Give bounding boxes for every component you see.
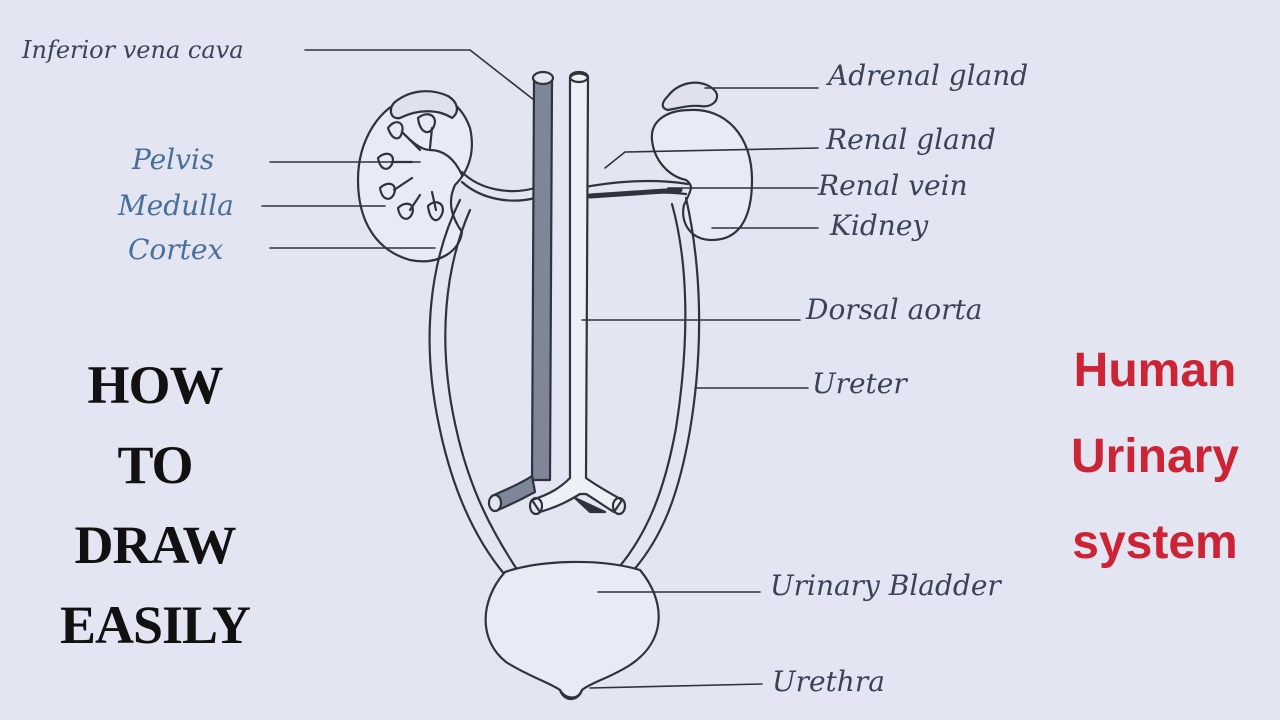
dorsal-aorta (528, 70, 627, 516)
label-adrenal-gland: Adrenal gland (828, 59, 1029, 92)
label-dorsal-aorta: Dorsal aorta (806, 293, 983, 326)
how-to-line: HOW (87, 355, 223, 415)
diagram-title: Human Urinary system (1050, 328, 1260, 586)
left-ureter (428, 198, 518, 577)
label-ureter: Ureter (812, 367, 907, 400)
title-line: Urinary (1070, 430, 1240, 483)
right-kidney (650, 81, 754, 242)
how-to-line: TO (117, 435, 193, 495)
leader-lines (261, 49, 819, 689)
right-ureter (618, 196, 701, 574)
label-medulla: Medulla (118, 189, 234, 222)
label-pelvis: Pelvis (132, 143, 215, 176)
how-to-draw-heading: HOW TO DRAW EASILY (40, 345, 270, 665)
title-line: Human (1073, 344, 1237, 397)
label-inferior-vena-cava: Inferior vena cava (22, 36, 244, 64)
how-to-line: DRAW (74, 515, 236, 575)
label-renal-gland: Renal gland (826, 123, 996, 156)
label-cortex: Cortex (128, 233, 224, 266)
label-renal-vein: Renal vein (818, 169, 968, 202)
title-line: system (1072, 516, 1238, 569)
left-kidney (356, 90, 473, 263)
label-kidney: Kidney (830, 209, 929, 242)
urinary-bladder (484, 560, 660, 701)
label-urethra: Urethra (772, 665, 885, 698)
left-renal-vein (460, 170, 537, 202)
inferior-vena-cava (487, 70, 555, 513)
label-urinary-bladder: Urinary Bladder (770, 569, 1001, 602)
how-to-line: EASILY (59, 595, 251, 655)
